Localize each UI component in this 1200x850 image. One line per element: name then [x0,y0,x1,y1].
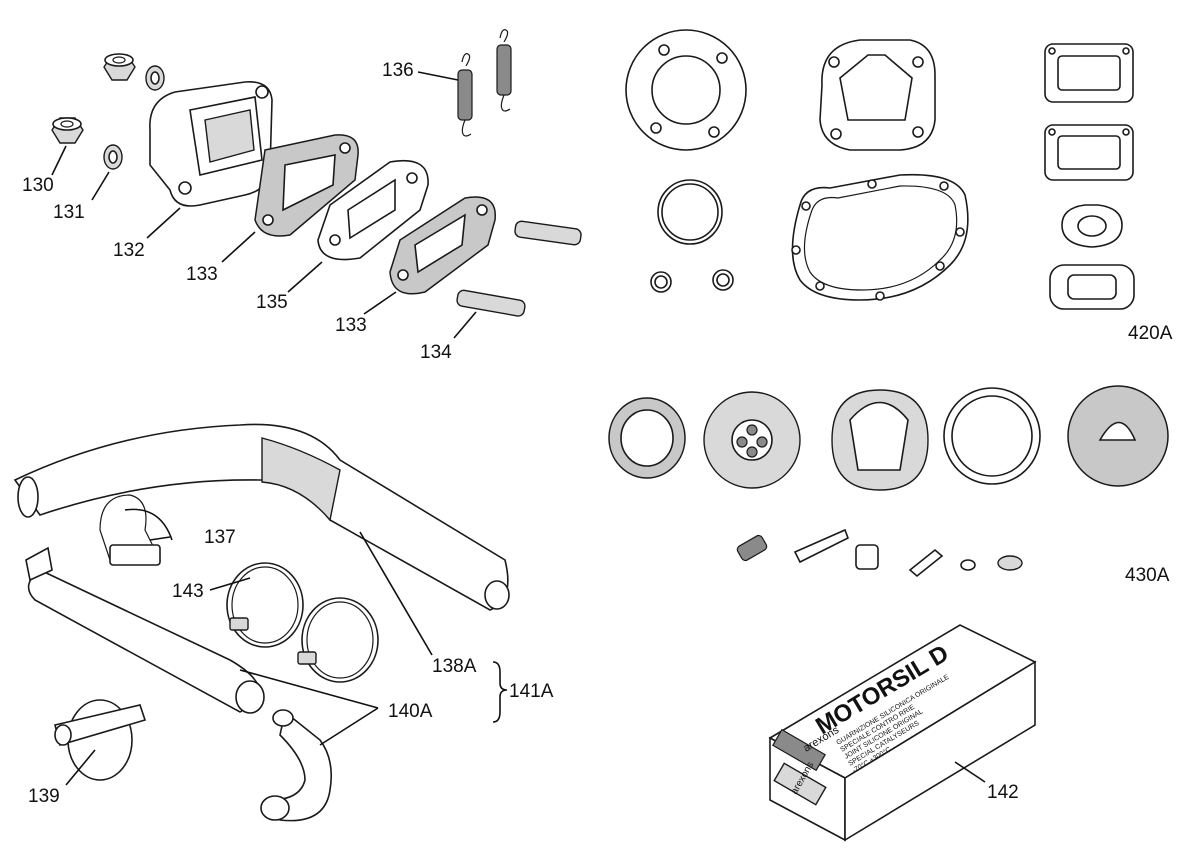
leader-138A [359,531,433,656]
part-label-139: 139 [28,786,60,807]
leader-133b [363,291,397,315]
leader-143 [209,577,251,591]
part-label-140A: 140A [388,701,433,722]
carb-gasket-b [831,389,929,491]
spring-136-b [496,29,512,112]
o-ring-small-b [712,269,734,291]
washer-upper [145,65,165,91]
leader-140A-b [319,707,379,746]
leader-142 [954,761,986,783]
gasket-exhaust-small [1049,264,1135,310]
part-label-138A: 138A [432,656,477,677]
gasket-base-cylinder [819,39,936,151]
leader-134 [453,311,477,339]
part-label-132: 132 [113,240,145,261]
kit-label-420A: 420A [1128,323,1173,344]
part-label-133-upper: 133 [186,264,218,285]
carb-diaphragm-d [1067,385,1169,487]
manifold-132 [149,81,273,207]
leader-139 [65,749,96,786]
leader-133a [221,231,256,263]
kit-label-430A: 430A [1125,565,1170,586]
carb-gasket-c [943,387,1041,485]
part-label-131: 131 [53,202,85,223]
clamp-143-a [226,562,304,648]
spacer-135 [317,160,429,261]
o-ring-small-a [650,271,672,293]
silencer-140A [25,546,265,714]
spring-136-a [457,53,473,137]
clamp-143-b [297,597,379,683]
part-label-143: 143 [172,581,204,602]
part-label-130: 130 [22,175,54,196]
o-ring-large [657,179,723,245]
leader-137 [149,536,171,541]
nut-upper [103,53,136,81]
leader-140A-a [239,669,379,709]
gasket-rect-b [1044,124,1134,181]
part-label-135: 135 [256,292,288,313]
gasket-133-lower [389,196,496,295]
nut-130 [51,117,84,144]
brace-141A [492,661,508,723]
product-box-142 [768,624,1037,842]
silencer-139 [54,699,147,781]
exhaust-pipe-138A [13,423,510,611]
carb-gasket-ring [608,397,686,479]
leader-132 [146,207,181,239]
elbow-140A [260,709,333,822]
carb-diaphragm-a [703,391,801,489]
part-label-142: 142 [987,782,1019,803]
gasket-crankcase-cover [791,173,969,301]
gasket-133-upper [254,134,359,237]
leader-136 [417,71,459,81]
carb-small-parts [736,528,1023,578]
bracket-137 [99,494,173,566]
part-label-134: 134 [420,342,452,363]
part-label-141A: 141A [509,681,554,702]
part-label-133-lower: 133 [335,315,367,336]
gasket-flange-small [1061,204,1123,248]
leader-131 [91,171,110,201]
part-label-136: 136 [382,60,414,81]
leader-135 [287,261,323,293]
washer-131 [103,144,123,170]
part-label-137: 137 [204,527,236,548]
stud-upper [514,220,582,246]
leader-130 [51,145,67,176]
gasket-rect-a [1044,43,1134,103]
gasket-head-round [625,29,747,151]
stud-134 [456,289,526,317]
